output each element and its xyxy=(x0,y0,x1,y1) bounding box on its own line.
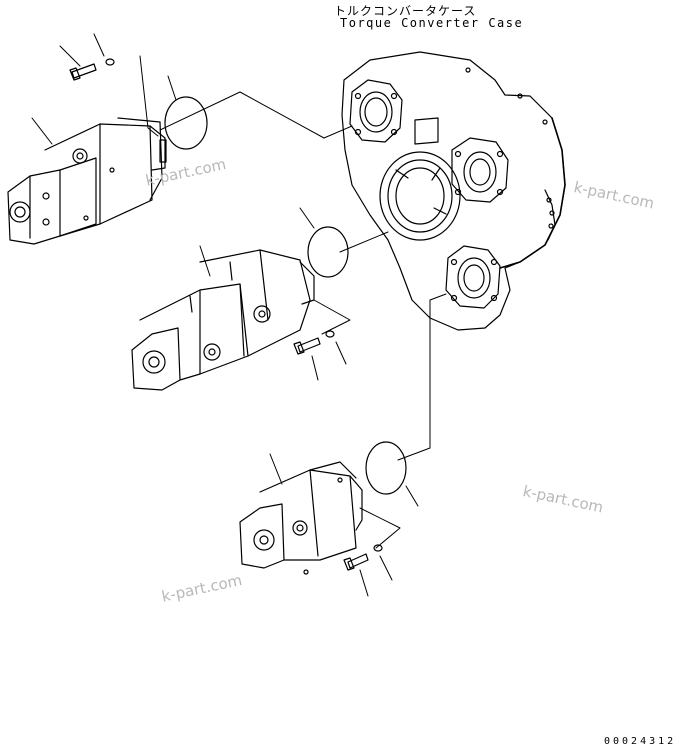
central-bore xyxy=(379,151,461,241)
washer-3 xyxy=(373,544,383,552)
bolt-2 xyxy=(293,337,321,355)
washer-2 xyxy=(325,330,335,338)
right-port xyxy=(451,137,509,203)
o-ring-2 xyxy=(307,226,349,278)
torque-converter-case xyxy=(341,51,566,331)
bottom-port xyxy=(445,245,501,309)
drawing-number: 00024312 xyxy=(604,736,677,747)
top-port xyxy=(349,79,403,143)
washer-1 xyxy=(105,58,115,66)
assembly-lines xyxy=(139,55,447,549)
case-title-english: Torque Converter Case xyxy=(340,16,524,30)
pump-assembly-1 xyxy=(7,117,167,245)
pump-assembly-3 xyxy=(239,461,363,575)
bolt-1 xyxy=(69,63,97,81)
name-plate xyxy=(414,117,439,145)
bolt-3 xyxy=(343,553,369,571)
callout-leaders xyxy=(31,33,419,597)
case-title-japanese: トルクコンバータケース xyxy=(334,4,477,18)
o-ring-3 xyxy=(365,441,407,495)
o-ring-1 xyxy=(164,96,208,150)
pump-assembly-2 xyxy=(131,249,315,391)
